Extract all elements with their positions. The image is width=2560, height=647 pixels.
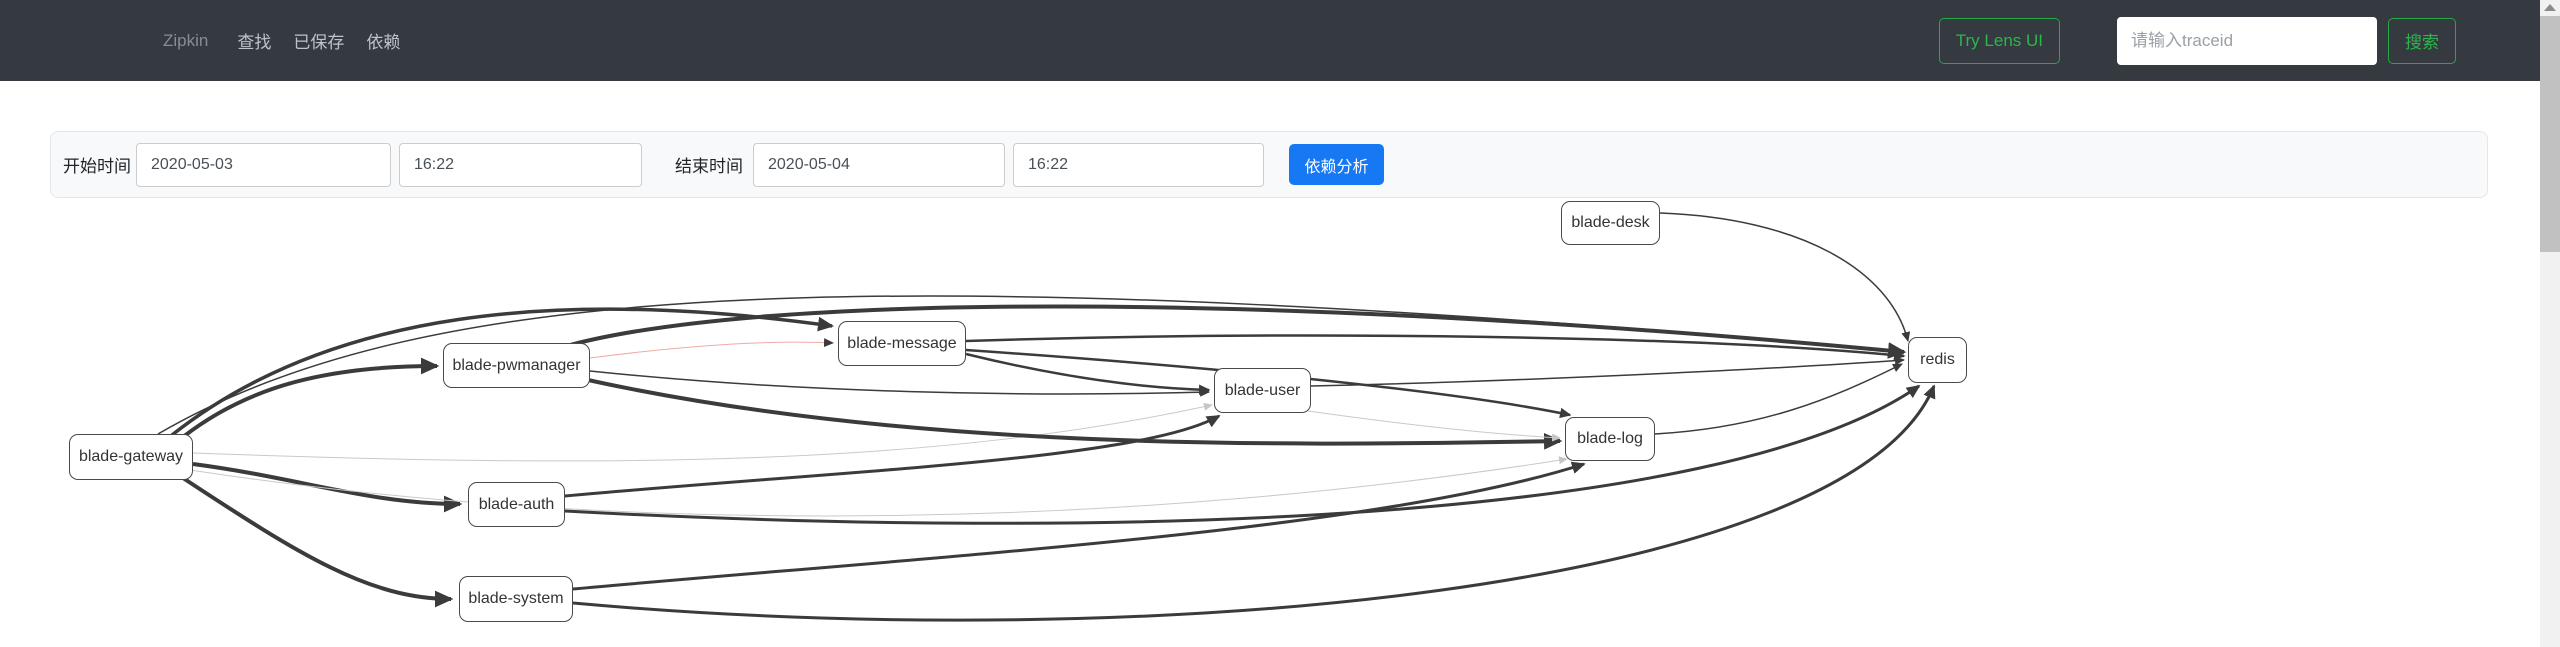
- vertical-scrollbar[interactable]: [2540, 0, 2560, 647]
- start-time-label: 开始时间: [63, 157, 131, 176]
- nav-item-saved[interactable]: 已保存: [293, 33, 345, 52]
- time-range-panel: 开始时间 结束时间 依赖分析: [50, 131, 2488, 198]
- traceid-input[interactable]: [2117, 16, 2377, 65]
- scrollbar-thumb[interactable]: [2540, 16, 2560, 252]
- graph-node-blade-log[interactable]: blade-log: [1565, 417, 1655, 461]
- scroll-up-arrow-icon[interactable]: [2544, 4, 2556, 11]
- graph-node-blade-message[interactable]: blade-message: [838, 321, 966, 366]
- edge-blade-message-to-redis: [965, 334, 1906, 361]
- brand-zipkin[interactable]: Zipkin: [163, 30, 209, 50]
- edge-blade-pwmanager-to-blade-message: [589, 338, 834, 359]
- edge-blade-message-to-blade-log: [965, 348, 1572, 419]
- edge-blade-gateway-to-blade-log: [189, 456, 1568, 517]
- edge-blade-system-to-redis: [572, 384, 1936, 622]
- graph-node-blade-auth[interactable]: blade-auth: [468, 482, 565, 527]
- edge-blade-user-to-redis: [1310, 356, 1905, 387]
- navbar-right: Try Lens UI 搜索: [1938, 16, 2456, 65]
- graph-node-blade-pwmanager[interactable]: blade-pwmanager: [443, 343, 590, 388]
- edge-blade-pwmanager-to-redis: [569, 304, 1907, 359]
- edge-blade-pwmanager-to-blade-log: [587, 378, 1563, 450]
- edge-blade-auth-to-blade-user: [564, 414, 1221, 498]
- graph-node-redis[interactable]: redis: [1908, 337, 1967, 383]
- edge-blade-gateway-to-blade-user: [192, 402, 1213, 462]
- start-date-input[interactable]: [136, 142, 391, 187]
- edge-blade-gateway-to-blade-message: [170, 307, 835, 437]
- edge-blade-desk-to-redis: [1659, 212, 1911, 342]
- edge-blade-gateway-to-blade-system: [181, 476, 454, 608]
- start-time-input[interactable]: [399, 142, 642, 187]
- graph-node-blade-system[interactable]: blade-system: [459, 576, 573, 622]
- end-date-input[interactable]: [753, 142, 1005, 187]
- end-time-input[interactable]: [1013, 142, 1264, 187]
- edge-blade-gateway-to-blade-pwmanager: [181, 357, 440, 439]
- edge-blade-system-to-blade-log: [572, 461, 1586, 591]
- end-time-label: 结束时间: [675, 157, 743, 176]
- edge-blade-user-to-blade-log: [1307, 410, 1561, 442]
- nav-items: 查找 已保存 依赖: [237, 28, 400, 53]
- search-button[interactable]: 搜索: [2388, 17, 2456, 64]
- edge-blade-pwmanager-to-blade-user: [589, 370, 1210, 397]
- dependency-analyze-button[interactable]: 依赖分析: [1289, 144, 1384, 185]
- graph-node-blade-gateway[interactable]: blade-gateway: [69, 434, 193, 480]
- graph-node-blade-desk[interactable]: blade-desk: [1561, 201, 1660, 245]
- nav-item-dependencies[interactable]: 依赖: [366, 33, 401, 52]
- graph-node-blade-user[interactable]: blade-user: [1214, 368, 1311, 413]
- navbar: Zipkin 查找 已保存 依赖 Try Lens UI 搜索: [0, 0, 2540, 81]
- try-lens-ui-button[interactable]: Try Lens UI: [1938, 17, 2060, 64]
- edge-blade-message-to-blade-user: [965, 352, 1211, 395]
- nav-item-find[interactable]: 查找: [237, 33, 272, 52]
- edge-blade-log-to-redis: [1654, 363, 1903, 435]
